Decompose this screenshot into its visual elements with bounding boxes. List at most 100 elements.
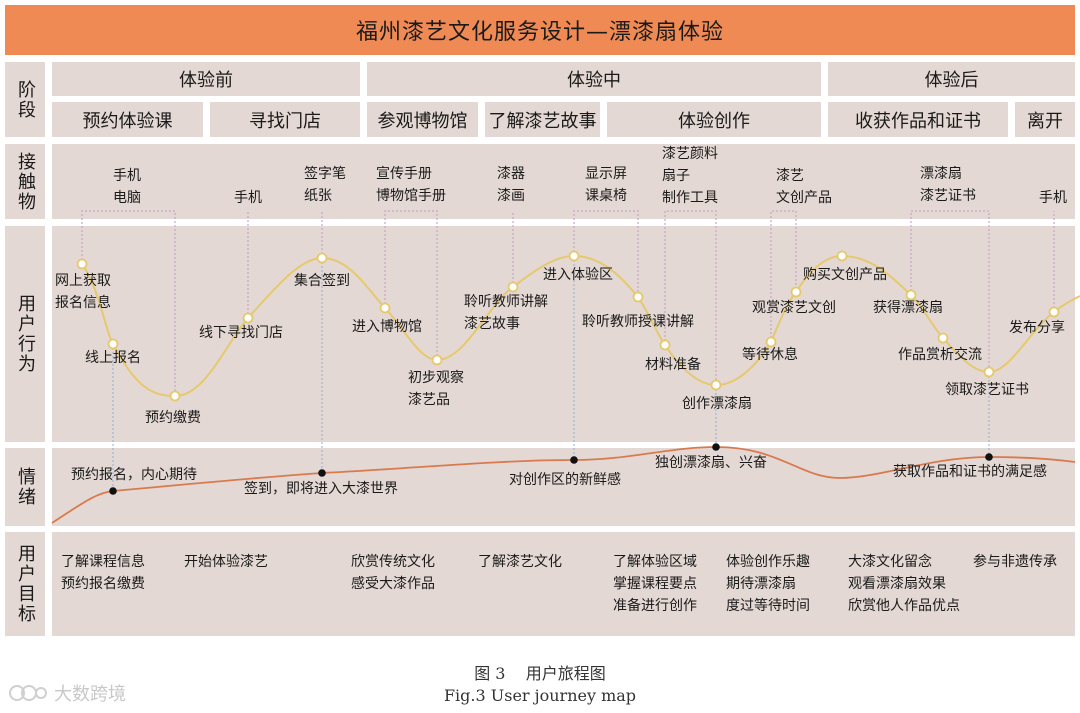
- stage-during: 体验中: [367, 62, 821, 96]
- behavior-label: 进入博物馆: [352, 319, 422, 335]
- touchpoint-band: [52, 144, 1075, 219]
- row-label-emotion: 情绪: [5, 448, 45, 526]
- emotion-label: 获取作品和证书的满足感: [893, 464, 1047, 480]
- behavior-label: 领取漆艺证书: [945, 382, 1029, 398]
- substage-receive: 收获作品和证书: [828, 102, 1008, 137]
- watermark-text: 大数跨境: [54, 684, 126, 705]
- behavior-point: [765, 336, 777, 348]
- behavior-label: 聆听教师讲解 漆艺故事: [464, 294, 548, 332]
- behavior-label: 网上获取 报名信息: [55, 273, 111, 311]
- goal-label: 参与非遗传承: [973, 554, 1057, 570]
- diagram-title: 福州漆艺文化服务设计—漂漆扇体验: [5, 5, 1075, 55]
- touchpoint-label: 漆器 漆画: [497, 166, 525, 204]
- substage-create: 体验创作: [607, 102, 821, 137]
- behavior-point: [242, 312, 254, 324]
- emotion-label: 对创作区的新鲜感: [509, 472, 621, 488]
- emotion-points: [109, 443, 993, 495]
- touchpoint-label: 宣传手册 博物馆手册: [376, 166, 446, 204]
- behavior-point: [790, 286, 802, 298]
- emotion-label: 预约报名，内心期待: [71, 467, 197, 483]
- behavior-label: 线下寻找门店: [199, 325, 283, 341]
- behavior-label: 集合签到: [294, 273, 350, 289]
- touchpoint-label: 漆艺 文创产品: [776, 168, 832, 206]
- touchpoint-label: 手机: [1039, 190, 1067, 206]
- behavior-point: [169, 390, 181, 402]
- emotion-band: [52, 448, 1075, 526]
- behavior-point: [905, 289, 917, 301]
- row-label-behavior: 用户行为: [5, 226, 45, 442]
- touchpoint-label: 漂漆扇 漆艺证书: [920, 166, 976, 204]
- goal-label: 欣赏传统文化 感受大漆作品: [351, 554, 435, 592]
- emotion-drop-lines: [112, 256, 990, 491]
- behavior-point: [76, 258, 88, 270]
- behavior-point: [316, 252, 328, 264]
- behavior-label: 聆听教师授课讲解: [582, 314, 694, 330]
- behavior-point: [379, 302, 391, 314]
- behavior-point: [1048, 306, 1060, 318]
- behavior-label: 线上报名: [85, 350, 141, 366]
- emotion-label: 签到，即将进入大漆世界: [244, 481, 398, 497]
- behavior-point: [836, 250, 848, 262]
- behavior-label: 获得漂漆扇: [873, 300, 943, 316]
- watermark: 大数跨境: [8, 680, 148, 706]
- behavior-label: 创作漂漆扇: [682, 396, 752, 412]
- behavior-point: [431, 354, 443, 366]
- behavior-points: [76, 250, 1060, 402]
- behavior-label: 作品赏析交流: [898, 347, 982, 363]
- touchpoint-label: 手机 电脑: [113, 168, 141, 206]
- emotion-label: 独创漂漆扇、兴奋: [655, 455, 767, 471]
- figure-caption-cn: 图 3 用户旅程图: [474, 664, 606, 683]
- behavior-point: [710, 379, 722, 391]
- emotion-point: [570, 456, 578, 464]
- emotion-point: [109, 487, 117, 495]
- substage-book-class: 预约体验课: [52, 102, 203, 137]
- touchpoint-label: 显示屏 课桌椅: [585, 166, 627, 204]
- goal-label: 了解漆艺文化: [478, 554, 562, 570]
- stage-after: 体验后: [828, 62, 1075, 96]
- behavior-label: 发布分享: [1009, 320, 1065, 336]
- row-label-touchpoints: 接触物: [5, 144, 45, 219]
- connector-brochure: [384, 210, 438, 360]
- connector-fan-cert: [910, 210, 990, 372]
- behavior-band: [52, 226, 1075, 442]
- watermark-logo-icon: [9, 685, 47, 701]
- behavior-point: [983, 366, 995, 378]
- behavior-label: 初步观察 漆艺品: [408, 370, 464, 408]
- behavior-label: 观赏漆艺文创: [752, 300, 836, 316]
- emotion-curve: [51, 446, 1076, 524]
- touchpoint-label: 签字笔 纸张: [304, 166, 346, 204]
- behavior-point: [507, 281, 519, 293]
- goals-band: [52, 532, 1075, 636]
- behavior-label: 预约缴费: [145, 410, 201, 426]
- touchpoint-label: 漆艺颜料 扇子 制作工具: [662, 146, 718, 206]
- connector-screen-desk: [573, 210, 639, 297]
- row-label-goals: 用户目标: [5, 532, 45, 636]
- touchpoint-connectors: [81, 210, 1055, 396]
- goal-label: 开始体验漆艺: [184, 554, 268, 570]
- behavior-label: 进入体验区: [543, 267, 613, 283]
- behavior-point: [568, 250, 580, 262]
- figure-caption-en: Fig.3 User journey map: [443, 686, 637, 705]
- substage-leave: 离开: [1015, 102, 1075, 137]
- behavior-point: [659, 339, 671, 351]
- emotion-point: [712, 443, 720, 451]
- emotion-point: [985, 453, 993, 461]
- substage-visit-museum: 参观博物馆: [367, 102, 478, 137]
- substage-find-store: 寻找门店: [210, 102, 360, 137]
- behavior-point: [632, 291, 644, 303]
- stage-before: 体验前: [52, 62, 360, 96]
- connector-materials: [664, 210, 717, 385]
- touchpoint-label: 手机: [234, 190, 262, 206]
- substage-lacquer-story: 了解漆艺故事: [485, 102, 600, 137]
- goal-label: 了解体验区域 掌握课程要点 准备进行创作: [613, 554, 697, 614]
- goal-label: 大漆文化留念 观看漂漆扇效果 欣赏他人作品优点: [848, 554, 960, 614]
- goal-label: 体验创作乐趣 期待漂漆扇 度过等待时间: [726, 554, 810, 614]
- goal-label: 了解课程信息 预约报名缴费: [61, 554, 145, 592]
- emotion-point: [318, 469, 326, 477]
- behavior-point: [107, 338, 119, 350]
- row-label-stage: 阶段: [5, 62, 45, 137]
- connector-souvenir: [770, 210, 797, 342]
- behavior-label: 购买文创产品: [803, 267, 887, 283]
- behavior-point: [937, 332, 949, 344]
